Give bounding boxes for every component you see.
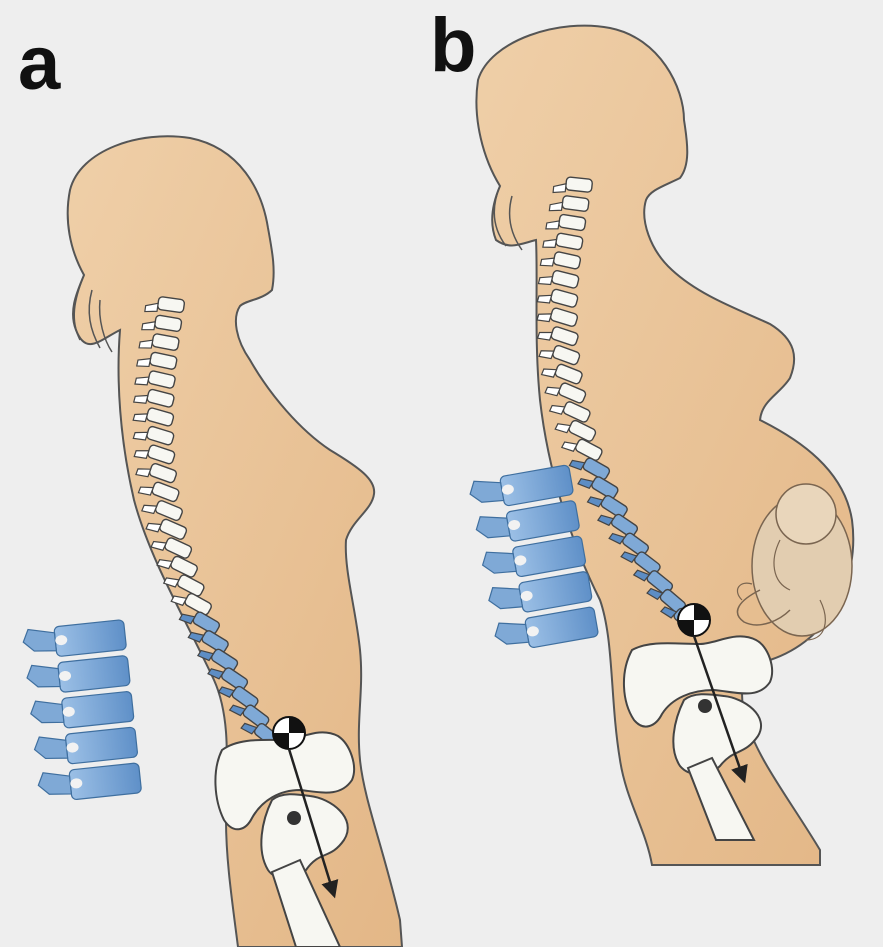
spinous-process <box>538 350 555 360</box>
vertebral-foramen <box>526 626 539 637</box>
spinous-process <box>568 459 586 471</box>
vertebral-foramen <box>70 778 83 789</box>
spinous-process <box>536 294 553 304</box>
spinous-process <box>145 522 162 533</box>
vertebral-foramen <box>62 706 75 717</box>
spinous-process <box>544 386 561 397</box>
detached-vertebra-process <box>488 587 524 610</box>
spinous-process <box>138 339 154 349</box>
spinous-process <box>187 631 205 643</box>
center-of-gravity-marker-b <box>677 603 711 637</box>
vertebra <box>561 195 590 212</box>
spinous-process <box>577 477 595 490</box>
femur-shaft-a <box>270 858 342 947</box>
spinous-process <box>545 220 561 230</box>
spinous-process <box>542 238 558 248</box>
spinous-process <box>620 551 638 564</box>
spinous-process <box>137 486 155 496</box>
spinous-process <box>150 540 168 551</box>
spinous-process <box>133 450 150 460</box>
gravity-arrow-b <box>692 635 748 784</box>
spinous-process <box>536 313 553 323</box>
spinous-process <box>537 276 554 286</box>
figure-a <box>22 135 404 947</box>
spinous-process <box>156 559 174 570</box>
femur-shaft-b <box>686 756 756 841</box>
vertebra <box>157 296 186 314</box>
spinous-process <box>646 587 664 601</box>
detached-vertebra-process <box>481 551 517 574</box>
spinous-process <box>228 704 247 717</box>
spinous-process <box>539 257 555 267</box>
femur-a <box>260 793 349 880</box>
spinous-process <box>608 532 626 545</box>
detached-vertebra-process <box>30 700 65 724</box>
vertebral-foramen <box>514 555 527 566</box>
spinous-process <box>134 376 150 386</box>
lumbar-detail-a <box>22 619 142 801</box>
femur-b <box>672 693 762 776</box>
spinous-process <box>162 577 180 588</box>
vertebral-foramen <box>55 635 68 646</box>
spinous-process <box>217 686 236 698</box>
spinous-process <box>560 441 579 452</box>
hip-joint-a <box>287 811 301 825</box>
vertebral-foramen <box>66 742 79 753</box>
spinous-process <box>132 394 149 404</box>
hair-a <box>73 274 113 353</box>
spinous-process <box>536 331 553 341</box>
center-of-gravity-marker-a <box>272 716 306 750</box>
spine-b <box>536 176 700 633</box>
figure-b <box>469 24 855 866</box>
fetus <box>736 483 853 641</box>
vertebral-foramen <box>520 590 533 601</box>
hair-b <box>493 185 523 251</box>
spinous-process <box>141 504 158 515</box>
detached-vertebra-process <box>37 772 73 795</box>
spinous-process <box>141 321 156 331</box>
spinous-process <box>552 182 567 194</box>
spinous-process <box>540 368 558 378</box>
vertebra <box>565 176 593 193</box>
detached-vertebra-process <box>494 622 530 645</box>
vertebral-foramen <box>508 519 521 531</box>
vertebral-foramen <box>59 670 72 681</box>
spinous-process <box>548 201 564 212</box>
detached-vertebra-process <box>469 480 505 503</box>
vertebral-foramen <box>501 484 514 495</box>
spinous-process <box>135 468 152 478</box>
spinous-process <box>548 404 566 415</box>
gravity-arrow-a <box>287 748 339 899</box>
spinous-process <box>659 606 678 619</box>
spinous-process <box>632 569 651 582</box>
detached-vertebra-process <box>26 664 61 688</box>
panel-label-a: a <box>18 21 61 106</box>
spinous-process <box>136 357 152 368</box>
spinous-process <box>144 302 159 313</box>
spinous-process <box>597 514 615 527</box>
detached-vertebra-process <box>33 736 69 760</box>
pelvis-b <box>622 635 774 728</box>
detached-vertebra-process <box>22 628 58 652</box>
hip-joint-b <box>698 699 712 713</box>
lumbar-detail-b <box>469 464 599 648</box>
detached-vertebra-process <box>475 516 511 539</box>
spinous-process <box>196 649 215 662</box>
spinous-process <box>132 413 149 423</box>
spinous-process <box>207 668 225 680</box>
spinous-process <box>554 423 572 434</box>
body-silhouette-b <box>475 24 855 866</box>
spinous-process <box>170 595 188 607</box>
spinous-process <box>178 613 196 625</box>
spinous-process <box>586 496 604 508</box>
spinous-process <box>240 722 258 735</box>
panel-label-b: b <box>430 3 477 88</box>
spinous-process <box>132 431 149 441</box>
